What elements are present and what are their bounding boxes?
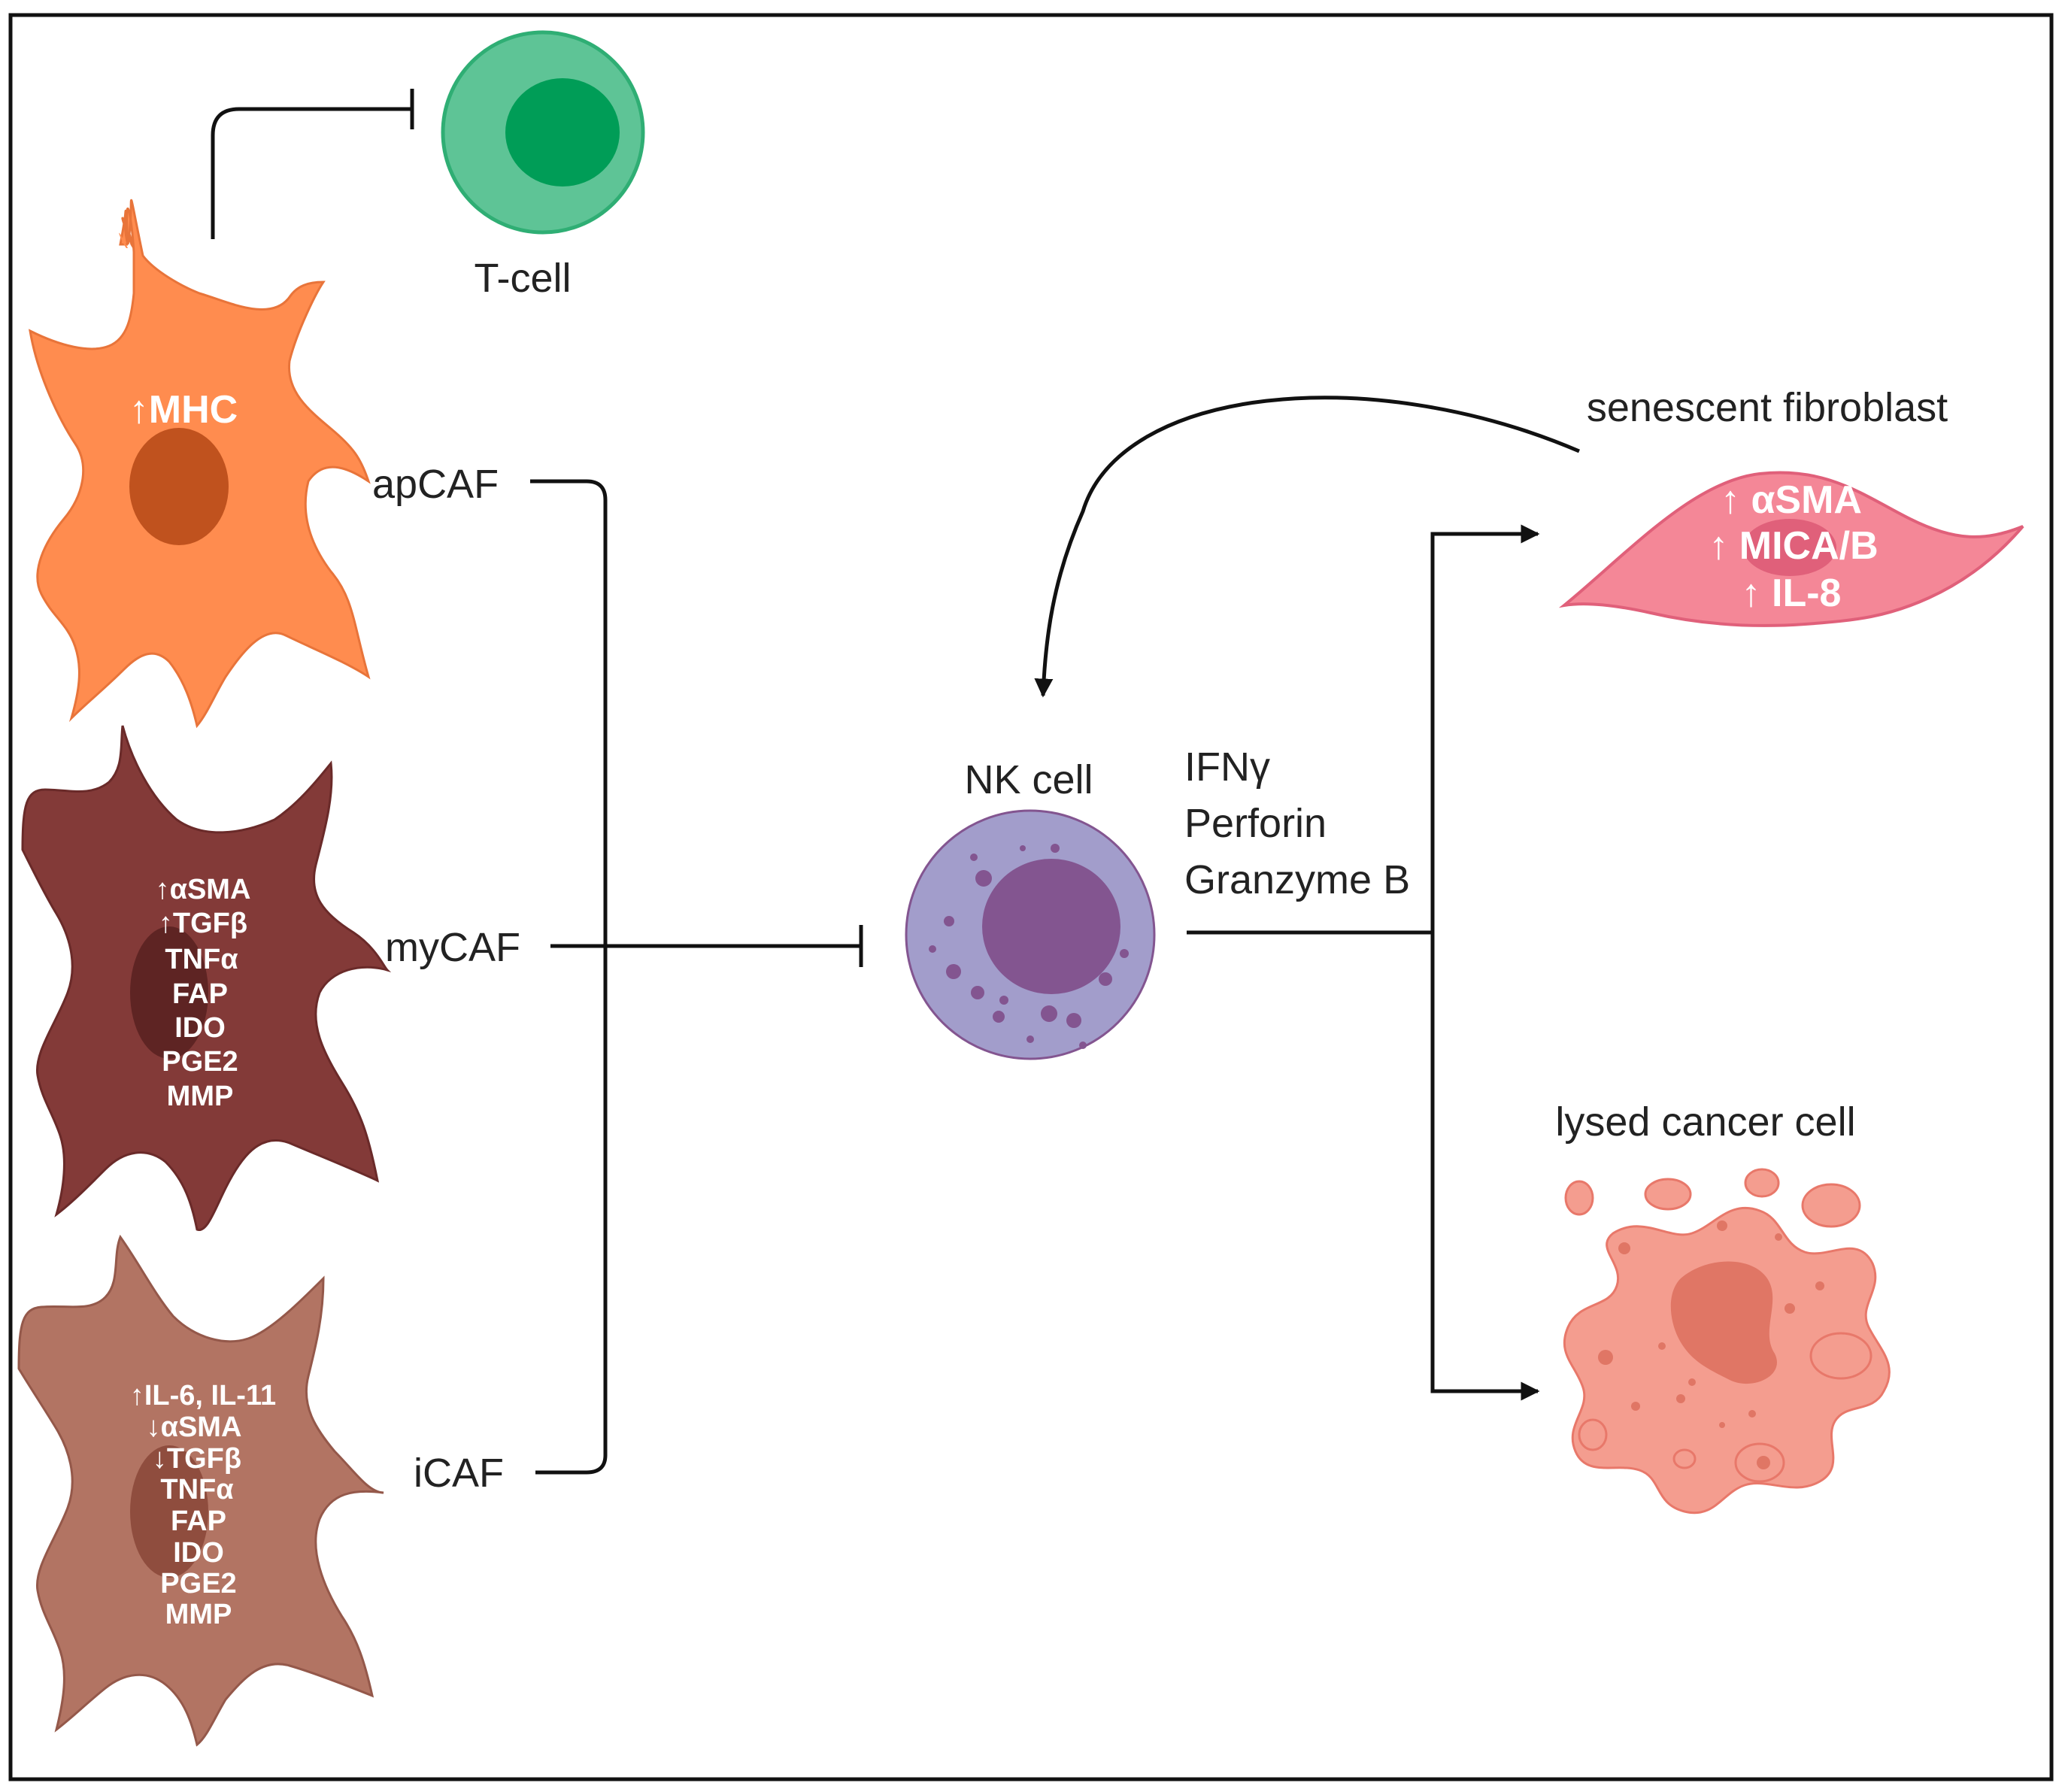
mycaf-marker: PGE2: [162, 1046, 238, 1078]
nk-cell-nucleus: [982, 859, 1120, 994]
mycaf-label: myCAF: [385, 925, 520, 970]
senescent-to-nk-arrow: [1034, 396, 1580, 698]
lysed-debris-dot: [1775, 1233, 1782, 1241]
lysed-debris-dot: [1785, 1303, 1795, 1314]
nk-granule: [1066, 1013, 1081, 1028]
lysed-debris-dot: [1631, 1402, 1640, 1411]
icaf-marker: ↑IL-6, IL-11: [130, 1380, 276, 1411]
caf-bracket: [530, 479, 608, 1475]
lysed-cell-nucleus: [1670, 1261, 1777, 1384]
apcaf-body-shape: [119, 232, 128, 248]
icaf-marker: MMP: [165, 1599, 232, 1630]
lysed-fragment: [1809, 1332, 1872, 1380]
senescent-marker: ↑ MICA/B: [1709, 524, 1878, 568]
lysed-cancer-cell-label: lysed cancer cell: [1555, 1099, 1855, 1145]
icaf-marker: PGE2: [160, 1568, 236, 1599]
mycaf-marker: ↑TGFβ: [159, 908, 247, 939]
nk-effector: Granzyme B: [1184, 857, 1410, 902]
icaf-nucleus: [130, 1445, 208, 1578]
lysed-fragment: [1672, 1448, 1697, 1469]
icaf-marker: TNFα: [160, 1474, 233, 1505]
senescent-marker: ↑ αSMA: [1721, 478, 1862, 522]
nk-granule: [971, 986, 984, 999]
nk-granule: [1026, 1035, 1034, 1043]
mycaf-marker: FAP: [172, 978, 228, 1010]
nk-granule: [1079, 1042, 1087, 1049]
t-cell-label: T-cell: [474, 256, 571, 301]
nk-granule: [946, 964, 961, 979]
t-cell: [441, 30, 645, 235]
senescent-nucleus: [1743, 519, 1836, 576]
lysed-debris-dot: [1688, 1378, 1696, 1386]
icaf-marker: IDO: [173, 1537, 224, 1569]
lysed-fragment: [1744, 1168, 1780, 1198]
lysed-fragment: [1801, 1183, 1861, 1228]
apcaf-cell: ↑MHC: [29, 199, 371, 729]
branch-to-senescent: [1430, 524, 1540, 932]
apcaf-marker-mhc: ↑MHC: [129, 388, 238, 432]
lysed-debris-dot: [1676, 1394, 1685, 1403]
apcaf-to-tcell-inhibition-line: [211, 107, 412, 239]
nk-granule: [993, 1011, 1005, 1023]
lysed-fragment: [1644, 1178, 1692, 1211]
lysed-debris-dot: [1815, 1281, 1824, 1290]
lysed-cell-debris: [1598, 1220, 1824, 1469]
mycaf-marker: IDO: [174, 1012, 226, 1044]
icaf-label: iCAF: [414, 1451, 504, 1496]
nk-granule: [944, 916, 954, 926]
lysed-debris-dot: [1658, 1342, 1666, 1350]
lysed-debris-dot: [1757, 1456, 1770, 1469]
lysed-fragment: [1578, 1418, 1608, 1451]
nk-effector: IFNγ: [1184, 744, 1270, 790]
mycaf-marker: ↑αSMA: [156, 874, 251, 905]
nk-granules: [929, 844, 1129, 1049]
mycaf-nucleus: [130, 926, 208, 1059]
nk-granule: [975, 870, 992, 887]
senescent-marker: ↑ IL-8: [1742, 572, 1842, 615]
icaf-cell: ↑IL-6, IL-11 ↓αSMA ↓TGFβ TNFα FAP IDO PG…: [17, 1234, 384, 1747]
apcaf-nucleus: [129, 428, 229, 545]
mycaf-marker: TNFα: [165, 944, 238, 975]
icaf-marker: ↓TGFβ: [153, 1443, 241, 1475]
apcaf-label: apCAF: [372, 462, 499, 507]
icaf-marker: ↓αSMA: [147, 1411, 242, 1443]
nk-granule: [999, 996, 1008, 1005]
lysed-debris-dot: [1598, 1350, 1613, 1365]
branch-to-lysed: [1430, 932, 1540, 1401]
nk-granule: [929, 945, 936, 953]
senescent-fibroblast-label: senescent fibroblast: [1587, 385, 1948, 430]
mycaf-marker: MMP: [167, 1081, 234, 1112]
lysed-debris-dot: [1717, 1220, 1727, 1231]
nk-granule: [1120, 949, 1129, 958]
nk-granule: [1041, 1005, 1057, 1022]
icaf-marker: FAP: [171, 1505, 226, 1537]
figure-border: [8, 13, 2054, 1781]
lysed-fragment: [1564, 1180, 1594, 1216]
mycaf-cell: ↑αSMA ↑TGFβ TNFα FAP IDO PGE2 MMP: [21, 725, 392, 1231]
lysed-debris-dot: [1618, 1242, 1630, 1254]
nk-granule: [1099, 972, 1112, 986]
lysed-cancer-cell: [1563, 1168, 1891, 1515]
nk-cell-label: NK cell: [964, 757, 1093, 802]
nk-granule: [1051, 844, 1060, 853]
lysed-debris-dot: [1719, 1422, 1725, 1428]
nk-effector: Perforin: [1184, 801, 1327, 846]
nk-cell: [905, 809, 1156, 1060]
senescent-fibroblast: ↑ αSMA ↑ MICA/B ↑ IL-8: [1558, 471, 2024, 627]
nk-granule: [1020, 845, 1026, 851]
t-cell-nucleus: [505, 78, 620, 186]
lysed-debris-dot: [1748, 1410, 1756, 1418]
nk-granule: [970, 854, 978, 861]
